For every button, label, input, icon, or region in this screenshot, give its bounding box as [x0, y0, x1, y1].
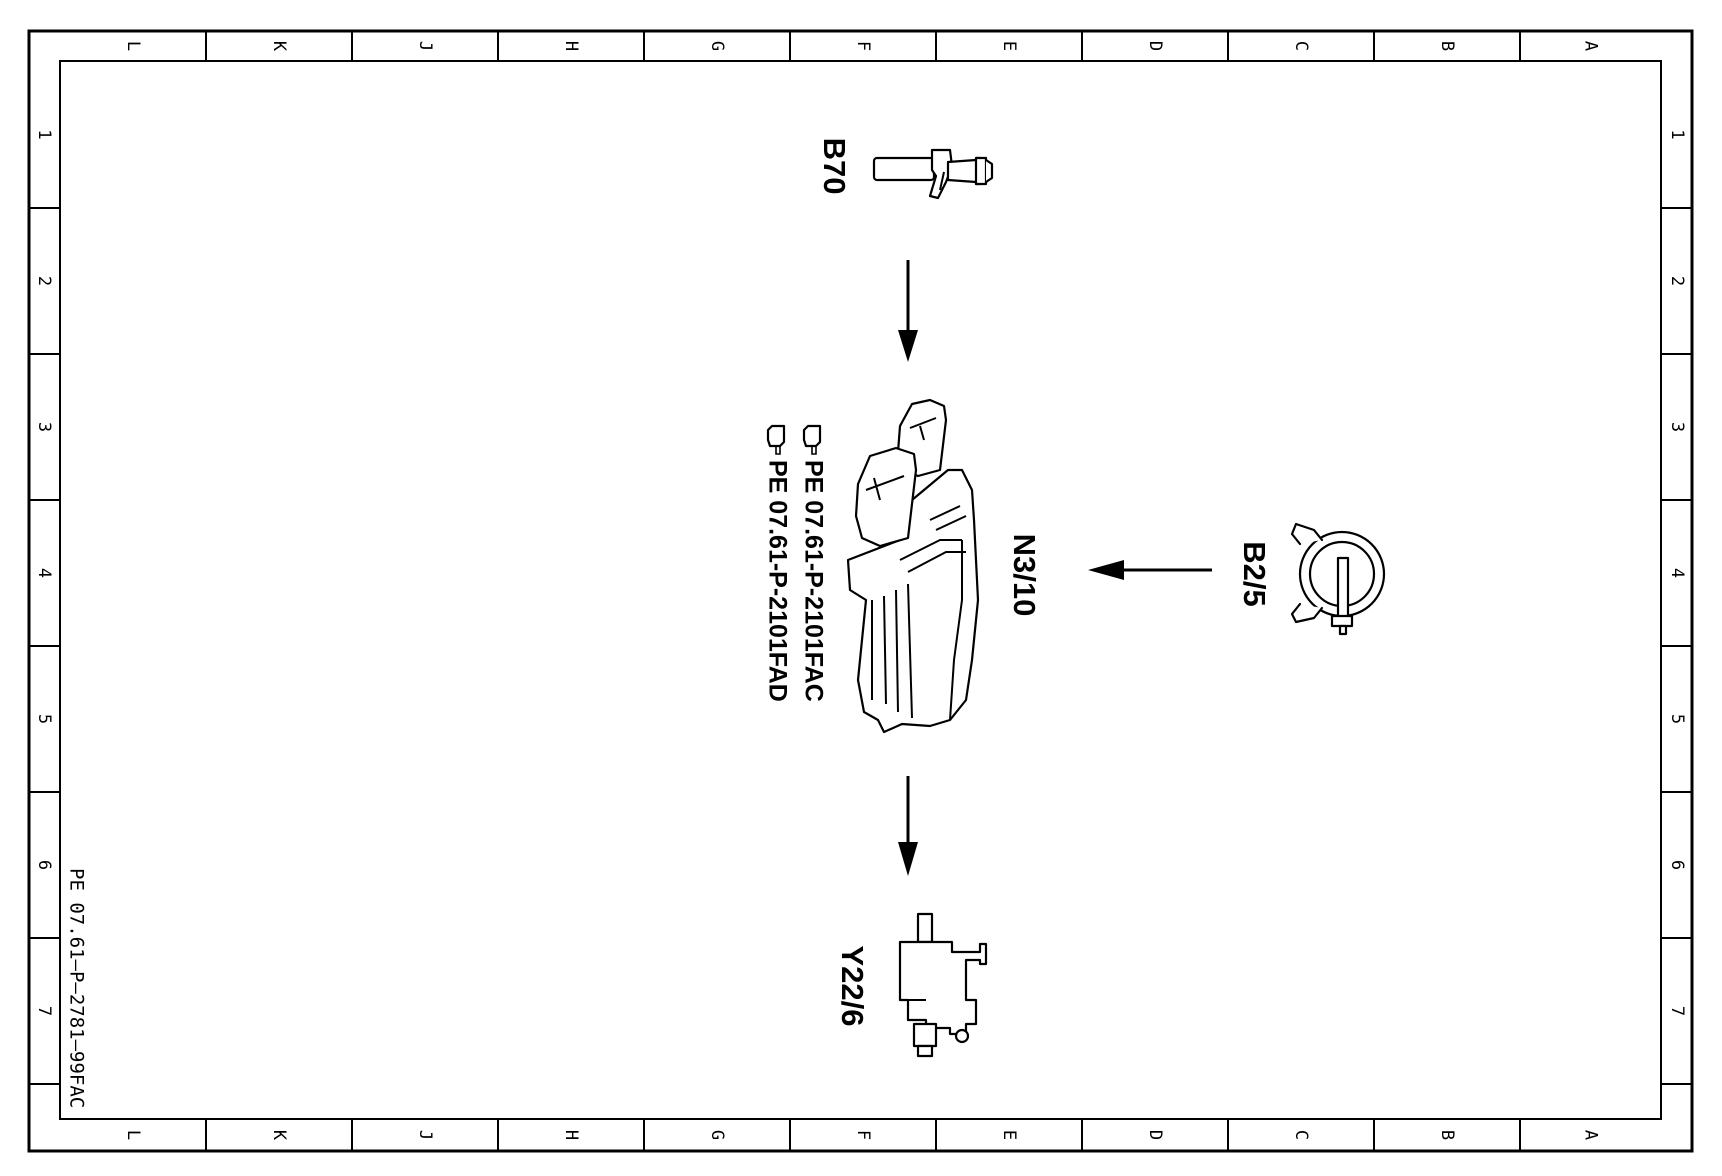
- hot-film-mass-air-flow-sensor-icon: [1290, 522, 1386, 636]
- row-label: 2: [1667, 276, 1687, 286]
- drawing-reference-number: PE 07.61–P–2781–99FAC: [66, 868, 88, 1108]
- row-label: 5: [34, 714, 54, 724]
- row-label: 3: [34, 422, 54, 432]
- column-label: J: [415, 1130, 435, 1140]
- signal-arrow-b70-to-n3-10: [898, 260, 918, 362]
- reference-list: PE 07.61-P-2101FAC PE 07.61-P-2101FAD: [763, 424, 827, 702]
- column-label: K: [269, 41, 289, 52]
- pointing-hand-icon: [802, 424, 822, 455]
- column-label: G: [707, 41, 727, 51]
- component-label-n3-10: N3/10: [1007, 534, 1042, 617]
- crankshaft-position-sensor-icon: [872, 148, 994, 200]
- row-label: 2: [34, 276, 54, 286]
- component-label-b70: B70: [817, 138, 852, 195]
- row-label: 1: [1667, 129, 1687, 139]
- component-label-y22-6: Y22/6: [835, 945, 870, 1026]
- column-label: J: [415, 41, 435, 51]
- column-label: B: [1437, 1130, 1457, 1140]
- row-label: 5: [1667, 714, 1687, 724]
- column-label: B: [1437, 41, 1457, 51]
- inner-frame: [59, 60, 1662, 1120]
- column-label: C: [1291, 1130, 1311, 1140]
- column-label: E: [999, 41, 1019, 51]
- row-label: 4: [34, 568, 54, 578]
- engine-control-unit-icon: [846, 398, 980, 734]
- row-label: 3: [1667, 422, 1687, 432]
- reference-pe-07-61-p-2101fac: PE 07.61-P-2101FAC: [799, 460, 827, 702]
- column-label: F: [853, 41, 873, 51]
- reference-pe-07-61-p-2101fad: PE 07.61-P-2101FAD: [763, 460, 791, 702]
- switchover-valve-icon: [898, 912, 988, 1058]
- signal-arrow-n3-10-to-y22-6: [898, 776, 918, 876]
- row-label: 6: [34, 860, 54, 870]
- column-label: E: [999, 1130, 1019, 1140]
- pointing-hand-icon: [766, 424, 786, 455]
- row-label: 7: [34, 1006, 54, 1016]
- row-labels-left: 1 2 3 4 5 6 7: [34, 129, 54, 1016]
- column-label: H: [561, 1130, 581, 1140]
- column-label: L: [123, 41, 143, 51]
- signal-arrow-b2-5-to-n3-10: [1088, 560, 1212, 580]
- outer-frame: [27, 29, 1694, 1153]
- row-labels-right: 1 2 3 4 5 6 7: [1667, 129, 1687, 1016]
- column-label: D: [1145, 1130, 1165, 1140]
- grid-ticks: [29, 31, 1692, 1151]
- column-label: C: [1291, 41, 1311, 51]
- row-label: 4: [1667, 568, 1687, 578]
- column-label: G: [707, 1130, 727, 1140]
- row-label: 6: [1667, 860, 1687, 870]
- row-label: 7: [1667, 1006, 1687, 1016]
- column-label: D: [1145, 41, 1165, 51]
- column-label: K: [269, 1130, 289, 1141]
- row-label: 1: [34, 129, 54, 139]
- column-label: A: [1581, 1130, 1601, 1140]
- column-label: F: [853, 1130, 873, 1140]
- column-label: A: [1581, 41, 1601, 51]
- component-label-b2-5: B2/5: [1237, 541, 1272, 606]
- column-label: H: [561, 41, 581, 51]
- column-label: L: [123, 1130, 143, 1140]
